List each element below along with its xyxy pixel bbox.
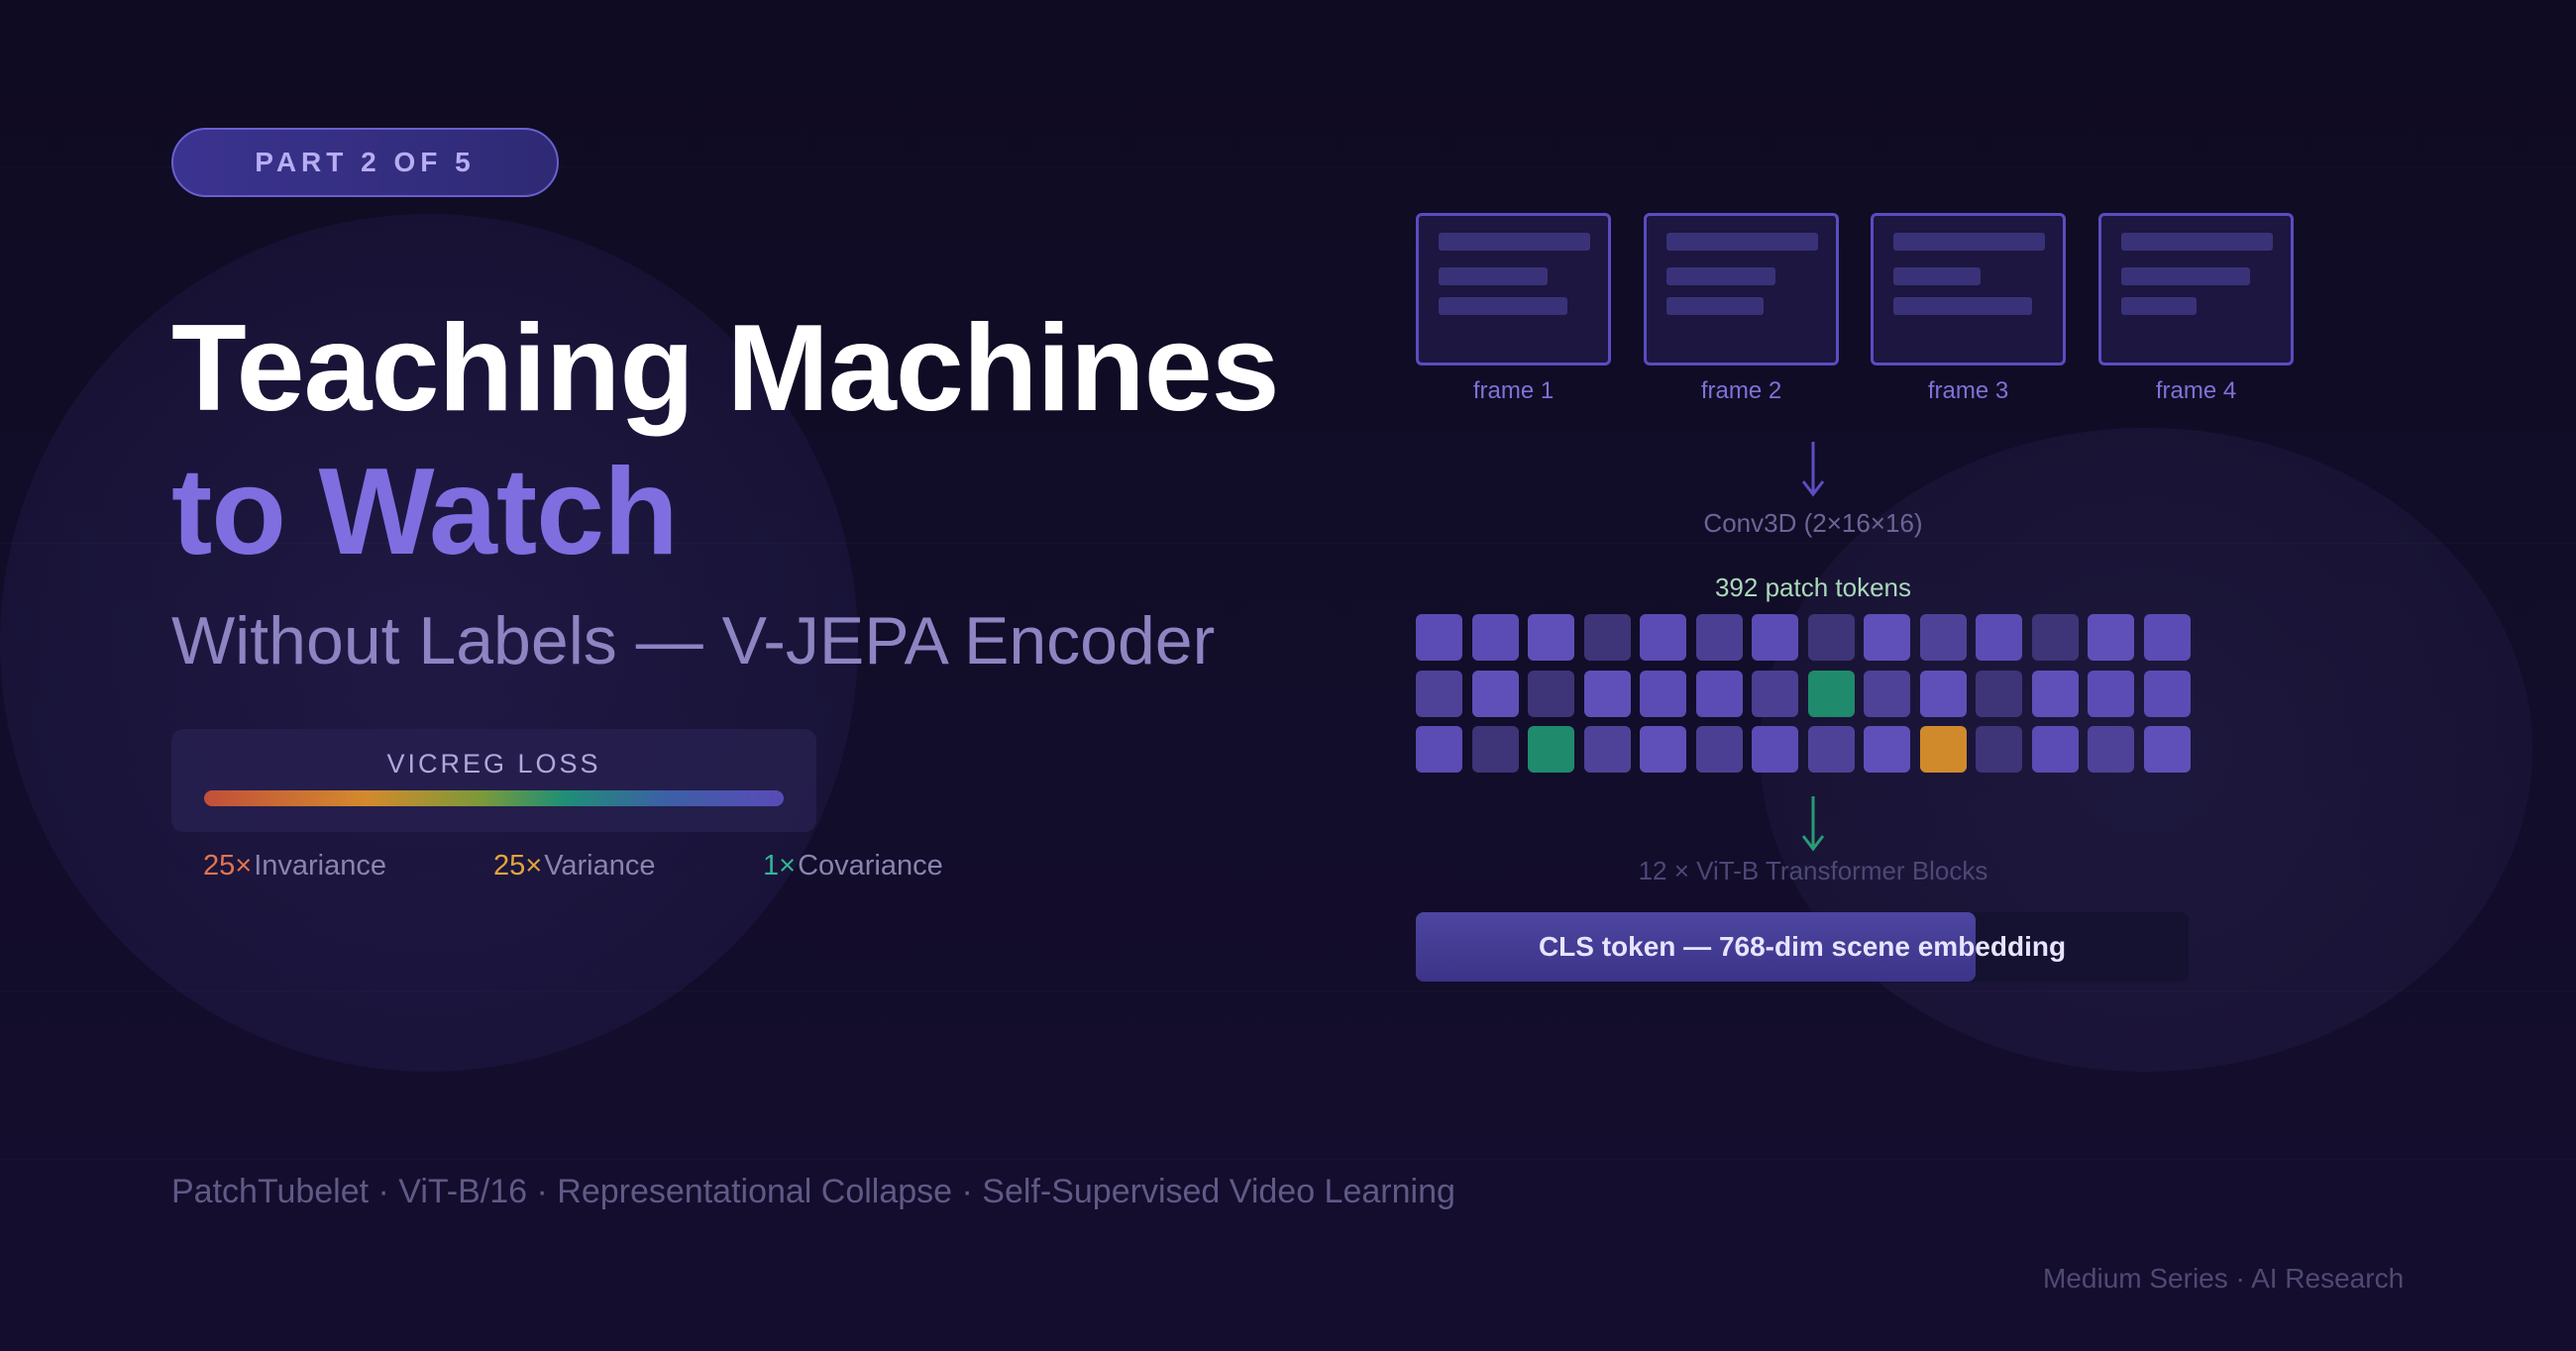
patch-token — [1807, 670, 1855, 717]
title-line-2: to Watch — [171, 444, 679, 580]
patch-token — [1976, 614, 2022, 661]
loss-gradient-bar — [204, 790, 784, 806]
down-arrow-icon — [1801, 796, 1825, 852]
background-line — [0, 1159, 2576, 1160]
patch-token — [1640, 670, 1686, 717]
frame-content-line — [1439, 297, 1567, 315]
subtitle: Without Labels — V-JEPA Encoder — [171, 603, 1216, 678]
loss-title: VICREG LOSS — [386, 749, 601, 779]
frame-content-line — [1893, 267, 1981, 285]
patch-token — [1471, 614, 1519, 661]
patch-token — [1864, 726, 1910, 773]
patch-token — [1807, 614, 1855, 661]
loss-term-multiplier: 25× — [203, 850, 253, 882]
patch-token — [1919, 614, 1967, 661]
patch-token — [1695, 614, 1743, 661]
patch-token — [1752, 726, 1798, 773]
patch-token — [1583, 670, 1631, 717]
patch-token — [1919, 726, 1967, 773]
patch-token — [2143, 670, 2191, 717]
video-frame-1 — [1416, 213, 1611, 365]
frame-content-line — [1439, 267, 1548, 285]
video-frame-2 — [1644, 213, 1839, 365]
loss-term-name: Invariance — [254, 850, 387, 882]
cls-embedding-bar-fill — [1416, 912, 1976, 982]
patch-token — [1864, 670, 1910, 717]
vicreg-loss-card: VICREG LOSS — [171, 729, 816, 832]
frame-label-3: frame 3 — [1927, 377, 2009, 404]
patch-token — [1976, 670, 2022, 717]
patch-token — [1471, 726, 1519, 773]
patch-token — [1864, 614, 1910, 661]
down-arrow-icon — [1801, 442, 1825, 497]
frame-content-line — [1439, 233, 1590, 251]
patch-token — [1640, 726, 1686, 773]
footer-credit: Medium Series · AI Research — [2043, 1263, 2405, 1294]
loss-term-multiplier: 1× — [763, 850, 797, 882]
patch-token — [1752, 670, 1798, 717]
background-line — [0, 990, 2576, 991]
patch-token — [1583, 726, 1631, 773]
frame-label-2: frame 2 — [1700, 377, 1782, 404]
patch-token — [1416, 670, 1462, 717]
patch-token — [2088, 670, 2134, 717]
video-frame-3 — [1871, 213, 2066, 365]
frame-content-line — [1666, 233, 1818, 251]
patch-token — [1640, 614, 1686, 661]
patch-tokens-label: 392 patch tokens — [1714, 572, 1912, 602]
frame-content-line — [2121, 233, 2273, 251]
patch-token — [1416, 614, 1462, 661]
patch-token — [1528, 670, 1574, 717]
patch-token — [1695, 726, 1743, 773]
patch-token — [2031, 614, 2079, 661]
frame-label-1: frame 1 — [1472, 377, 1555, 404]
patch-token — [2143, 726, 2191, 773]
title-line-1: Teaching Machines — [171, 300, 1280, 437]
loss-term-variance: 25×Variance — [493, 850, 656, 883]
patch-token — [1695, 670, 1743, 717]
video-frame-4 — [2098, 213, 2294, 365]
loss-term-name: Covariance — [798, 850, 943, 882]
patch-token — [2088, 614, 2134, 661]
patch-token — [2088, 726, 2134, 773]
frame-content-line — [1666, 297, 1764, 315]
vit-blocks-label: 12 × ViT-B Transformer Blocks — [1638, 856, 1988, 885]
patch-token — [2031, 670, 2079, 717]
patch-token — [2031, 726, 2079, 773]
patch-token — [1416, 726, 1462, 773]
frame-content-line — [1893, 233, 2045, 251]
frame-content-line — [1666, 267, 1775, 285]
frame-label-4: frame 4 — [2155, 377, 2237, 404]
frame-content-line — [2121, 297, 2197, 315]
loss-term-covariance: 1×Covariance — [763, 850, 943, 883]
patch-token — [1528, 614, 1574, 661]
frame-content-line — [2121, 267, 2250, 285]
patch-token — [1807, 726, 1855, 773]
loss-term-name: Variance — [544, 850, 656, 882]
patch-token — [1583, 614, 1631, 661]
loss-term-multiplier: 25× — [493, 850, 543, 882]
frame-content-line — [1893, 297, 2032, 315]
loss-term-invariance: 25×Invariance — [203, 850, 386, 883]
patch-token — [1752, 614, 1798, 661]
patch-token — [1528, 726, 1574, 773]
conv3d-label: Conv3D (2×16×16) — [1703, 508, 1923, 538]
patch-token — [1471, 670, 1519, 717]
cls-token-label: CLS token — 768-dim scene embedding — [1538, 931, 2067, 962]
patch-token — [1976, 726, 2022, 773]
topic-tags: PatchTubelet · ViT-B/16 · Representation… — [171, 1173, 1455, 1210]
patch-token — [1919, 670, 1967, 717]
series-part-badge: PART 2 OF 5 — [171, 128, 559, 197]
patch-token — [2143, 614, 2191, 661]
